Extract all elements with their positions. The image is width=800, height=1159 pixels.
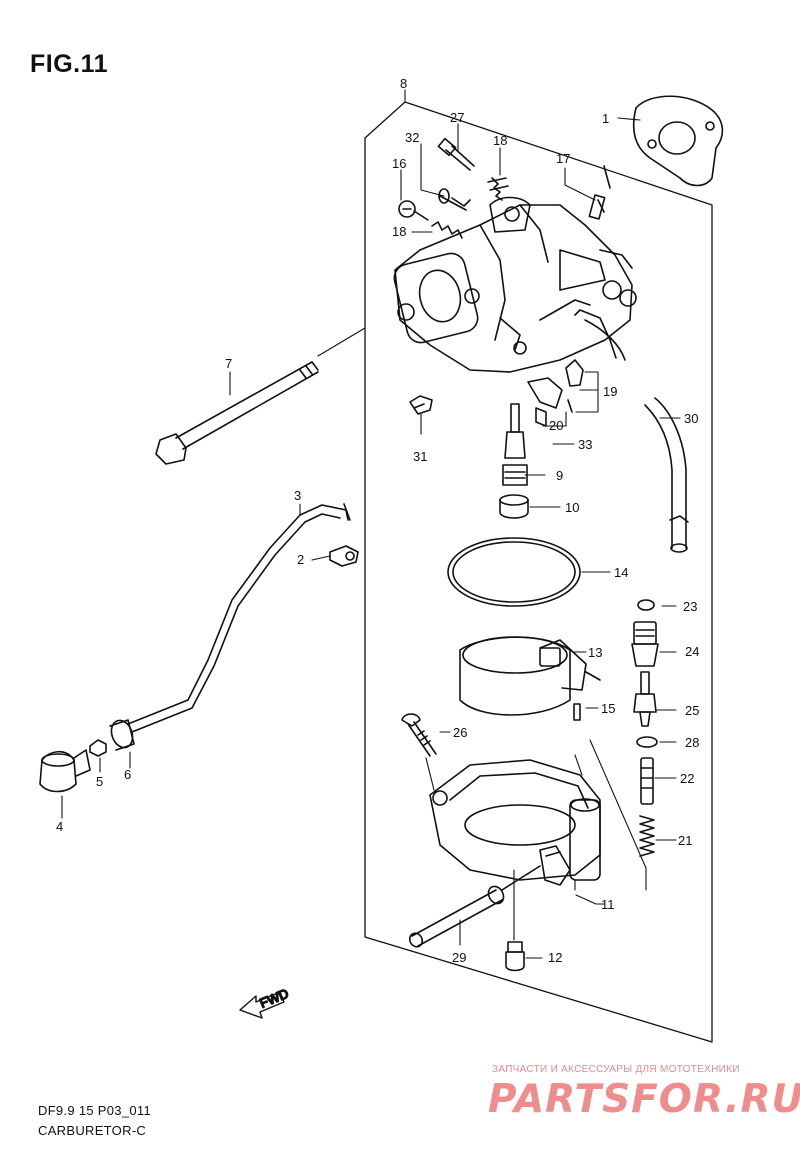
callout-12: 12 xyxy=(548,950,562,965)
part-rod-clip xyxy=(329,545,359,567)
part-float-pin xyxy=(573,703,581,721)
callout-8: 8 xyxy=(400,76,407,91)
part-screw-33 xyxy=(535,407,547,427)
part-screw-17 xyxy=(588,165,611,220)
part-spring-18-side xyxy=(431,221,463,239)
callout-18-top: 18 xyxy=(493,133,507,148)
callout-31: 31 xyxy=(413,449,427,464)
callout-21: 21 xyxy=(678,833,692,848)
part-bowl-screw xyxy=(401,713,437,757)
part-screw-32 xyxy=(438,188,471,211)
callout-25: 25 xyxy=(685,703,699,718)
figure-title: FIG.11 xyxy=(30,50,109,78)
part-gasket xyxy=(632,95,724,187)
part-float xyxy=(459,636,601,716)
callout-22: 22 xyxy=(680,771,694,786)
part-drain-screw xyxy=(505,941,525,972)
part-spring-21 xyxy=(639,815,655,857)
callout-33: 33 xyxy=(578,437,592,452)
callout-16: 16 xyxy=(392,156,406,171)
callout-24: 24 xyxy=(685,644,699,659)
callout-6: 6 xyxy=(124,767,131,782)
callout-23: 23 xyxy=(683,599,697,614)
callout-1: 1 xyxy=(602,111,609,126)
part-choke-rod xyxy=(127,503,351,733)
part-spring-18-top xyxy=(487,177,509,201)
part-drain-tube xyxy=(408,865,541,948)
part-long-bolt xyxy=(155,361,319,465)
assembly-boundary xyxy=(364,101,713,1043)
callout-9: 9 xyxy=(556,468,563,483)
part-screw-31 xyxy=(409,395,433,415)
leader-lines xyxy=(61,89,681,959)
callout-20: 20 xyxy=(549,418,563,433)
part-screw-16 xyxy=(398,200,429,221)
part-jet-25 xyxy=(633,671,657,727)
diagram-name: CARBURETOR-C xyxy=(38,1123,147,1138)
callout-18-side: 18 xyxy=(392,224,406,239)
callout-4: 4 xyxy=(56,819,63,834)
part-valve-seat xyxy=(499,494,529,519)
callout-26: 26 xyxy=(453,725,467,740)
callout-19: 19 xyxy=(603,384,617,399)
callout-2: 2 xyxy=(297,552,304,567)
part-bracket-19 xyxy=(527,359,584,413)
part-float-bowl-ring xyxy=(447,537,581,607)
callout-10: 10 xyxy=(565,500,579,515)
diagram-code: DF9.9 15 P03_011 xyxy=(38,1103,151,1118)
callout-17: 17 xyxy=(556,151,570,166)
part-jet-24 xyxy=(631,621,659,667)
callout-30: 30 xyxy=(684,411,698,426)
callout-15: 15 xyxy=(601,701,615,716)
callout-32: 32 xyxy=(405,130,419,145)
callout-29: 29 xyxy=(452,950,466,965)
part-jet-23 xyxy=(637,599,655,611)
callout-11: 11 xyxy=(601,897,615,912)
part-o-ring-28 xyxy=(636,736,658,748)
callout-28: 28 xyxy=(685,735,699,750)
forward-arrow-icon: FWD xyxy=(239,985,291,1019)
watermark-tagline: ЗАПЧАСТИ И АКСЕССУАРЫ ДЛЯ МОТОТЕХНИКИ xyxy=(492,1064,740,1075)
callout-labels: 8 1 27 18 32 17 16 18 7 19 20 30 33 31 9… xyxy=(56,76,699,965)
forward-label: FWD xyxy=(258,986,291,1011)
part-needle-valve xyxy=(502,403,528,486)
part-carburetor-body xyxy=(393,196,637,373)
callout-5: 5 xyxy=(96,774,103,789)
part-knob xyxy=(39,749,91,793)
part-nut xyxy=(89,739,107,757)
callout-3: 3 xyxy=(294,488,301,503)
callout-27: 27 xyxy=(450,110,464,125)
part-grommet xyxy=(109,719,135,751)
part-fuel-hose xyxy=(584,319,689,553)
callout-14: 14 xyxy=(614,565,628,580)
part-float-bowl xyxy=(429,759,601,886)
callout-13: 13 xyxy=(588,645,602,660)
part-pilot-screw-27 xyxy=(437,137,475,171)
watermark-brand: PARTSFOR.RU xyxy=(488,1077,800,1122)
part-tube-22 xyxy=(640,757,654,805)
callout-7: 7 xyxy=(225,356,232,371)
